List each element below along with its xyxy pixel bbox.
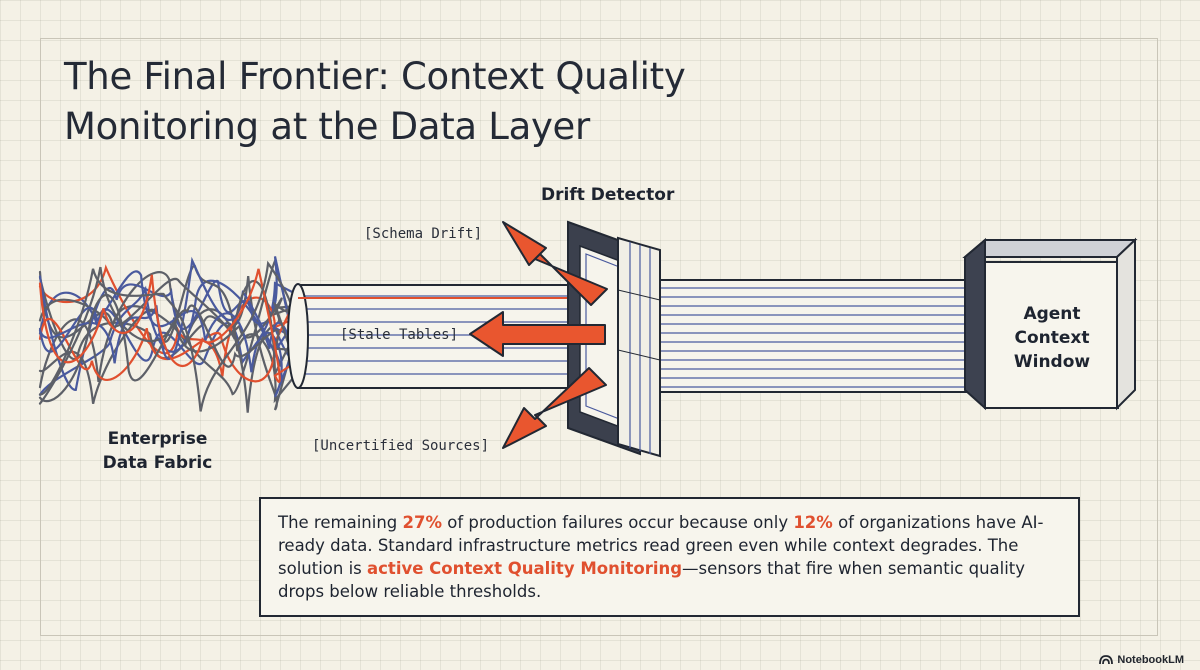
enterprise-data-fabric-label: Enterprise Data Fabric xyxy=(102,429,213,473)
uncertified-sources-arrow xyxy=(502,367,607,449)
tangled-wire xyxy=(38,293,300,383)
tangled-data-wires xyxy=(38,256,300,413)
brand-label: NotebookLM xyxy=(1117,654,1184,666)
rejection-arrows xyxy=(469,221,608,449)
failure-rate-highlight: 27% xyxy=(402,513,443,532)
stale-tables-arrow xyxy=(469,311,606,357)
page-title-line-2: Monitoring at the Data Layer xyxy=(64,105,590,148)
solution-highlight: active Context Quality Monitoring xyxy=(367,559,683,578)
tangled-wire xyxy=(38,268,300,383)
agent-context-window-label: Agent Context Window xyxy=(1013,304,1091,372)
ai-ready-rate-highlight: 12% xyxy=(793,513,833,532)
input-pipe xyxy=(287,283,613,389)
uncertified-sources-label: [Uncertified Sources] xyxy=(312,438,490,454)
notebooklm-logo-icon xyxy=(1099,655,1114,665)
page-title-line-1: The Final Frontier: Context Quality xyxy=(64,55,686,98)
tangled-wire xyxy=(38,260,300,412)
notebooklm-brand: NotebookLM xyxy=(1099,654,1184,666)
schema-drift-arrow xyxy=(502,221,608,306)
page-title: The Final Frontier: Context Quality Moni… xyxy=(64,52,824,152)
summary-callout: The remaining 27% of production failures… xyxy=(259,497,1080,617)
output-pipe xyxy=(649,279,978,393)
agent-context-window-box xyxy=(962,237,1138,411)
tangled-wire xyxy=(38,266,300,405)
stale-tables-label: [Stale Tables] xyxy=(340,327,459,343)
drift-detector-label: Drift Detector xyxy=(541,185,675,205)
schema-drift-label: [Schema Drift] xyxy=(364,226,483,242)
tangled-wire xyxy=(38,294,300,403)
